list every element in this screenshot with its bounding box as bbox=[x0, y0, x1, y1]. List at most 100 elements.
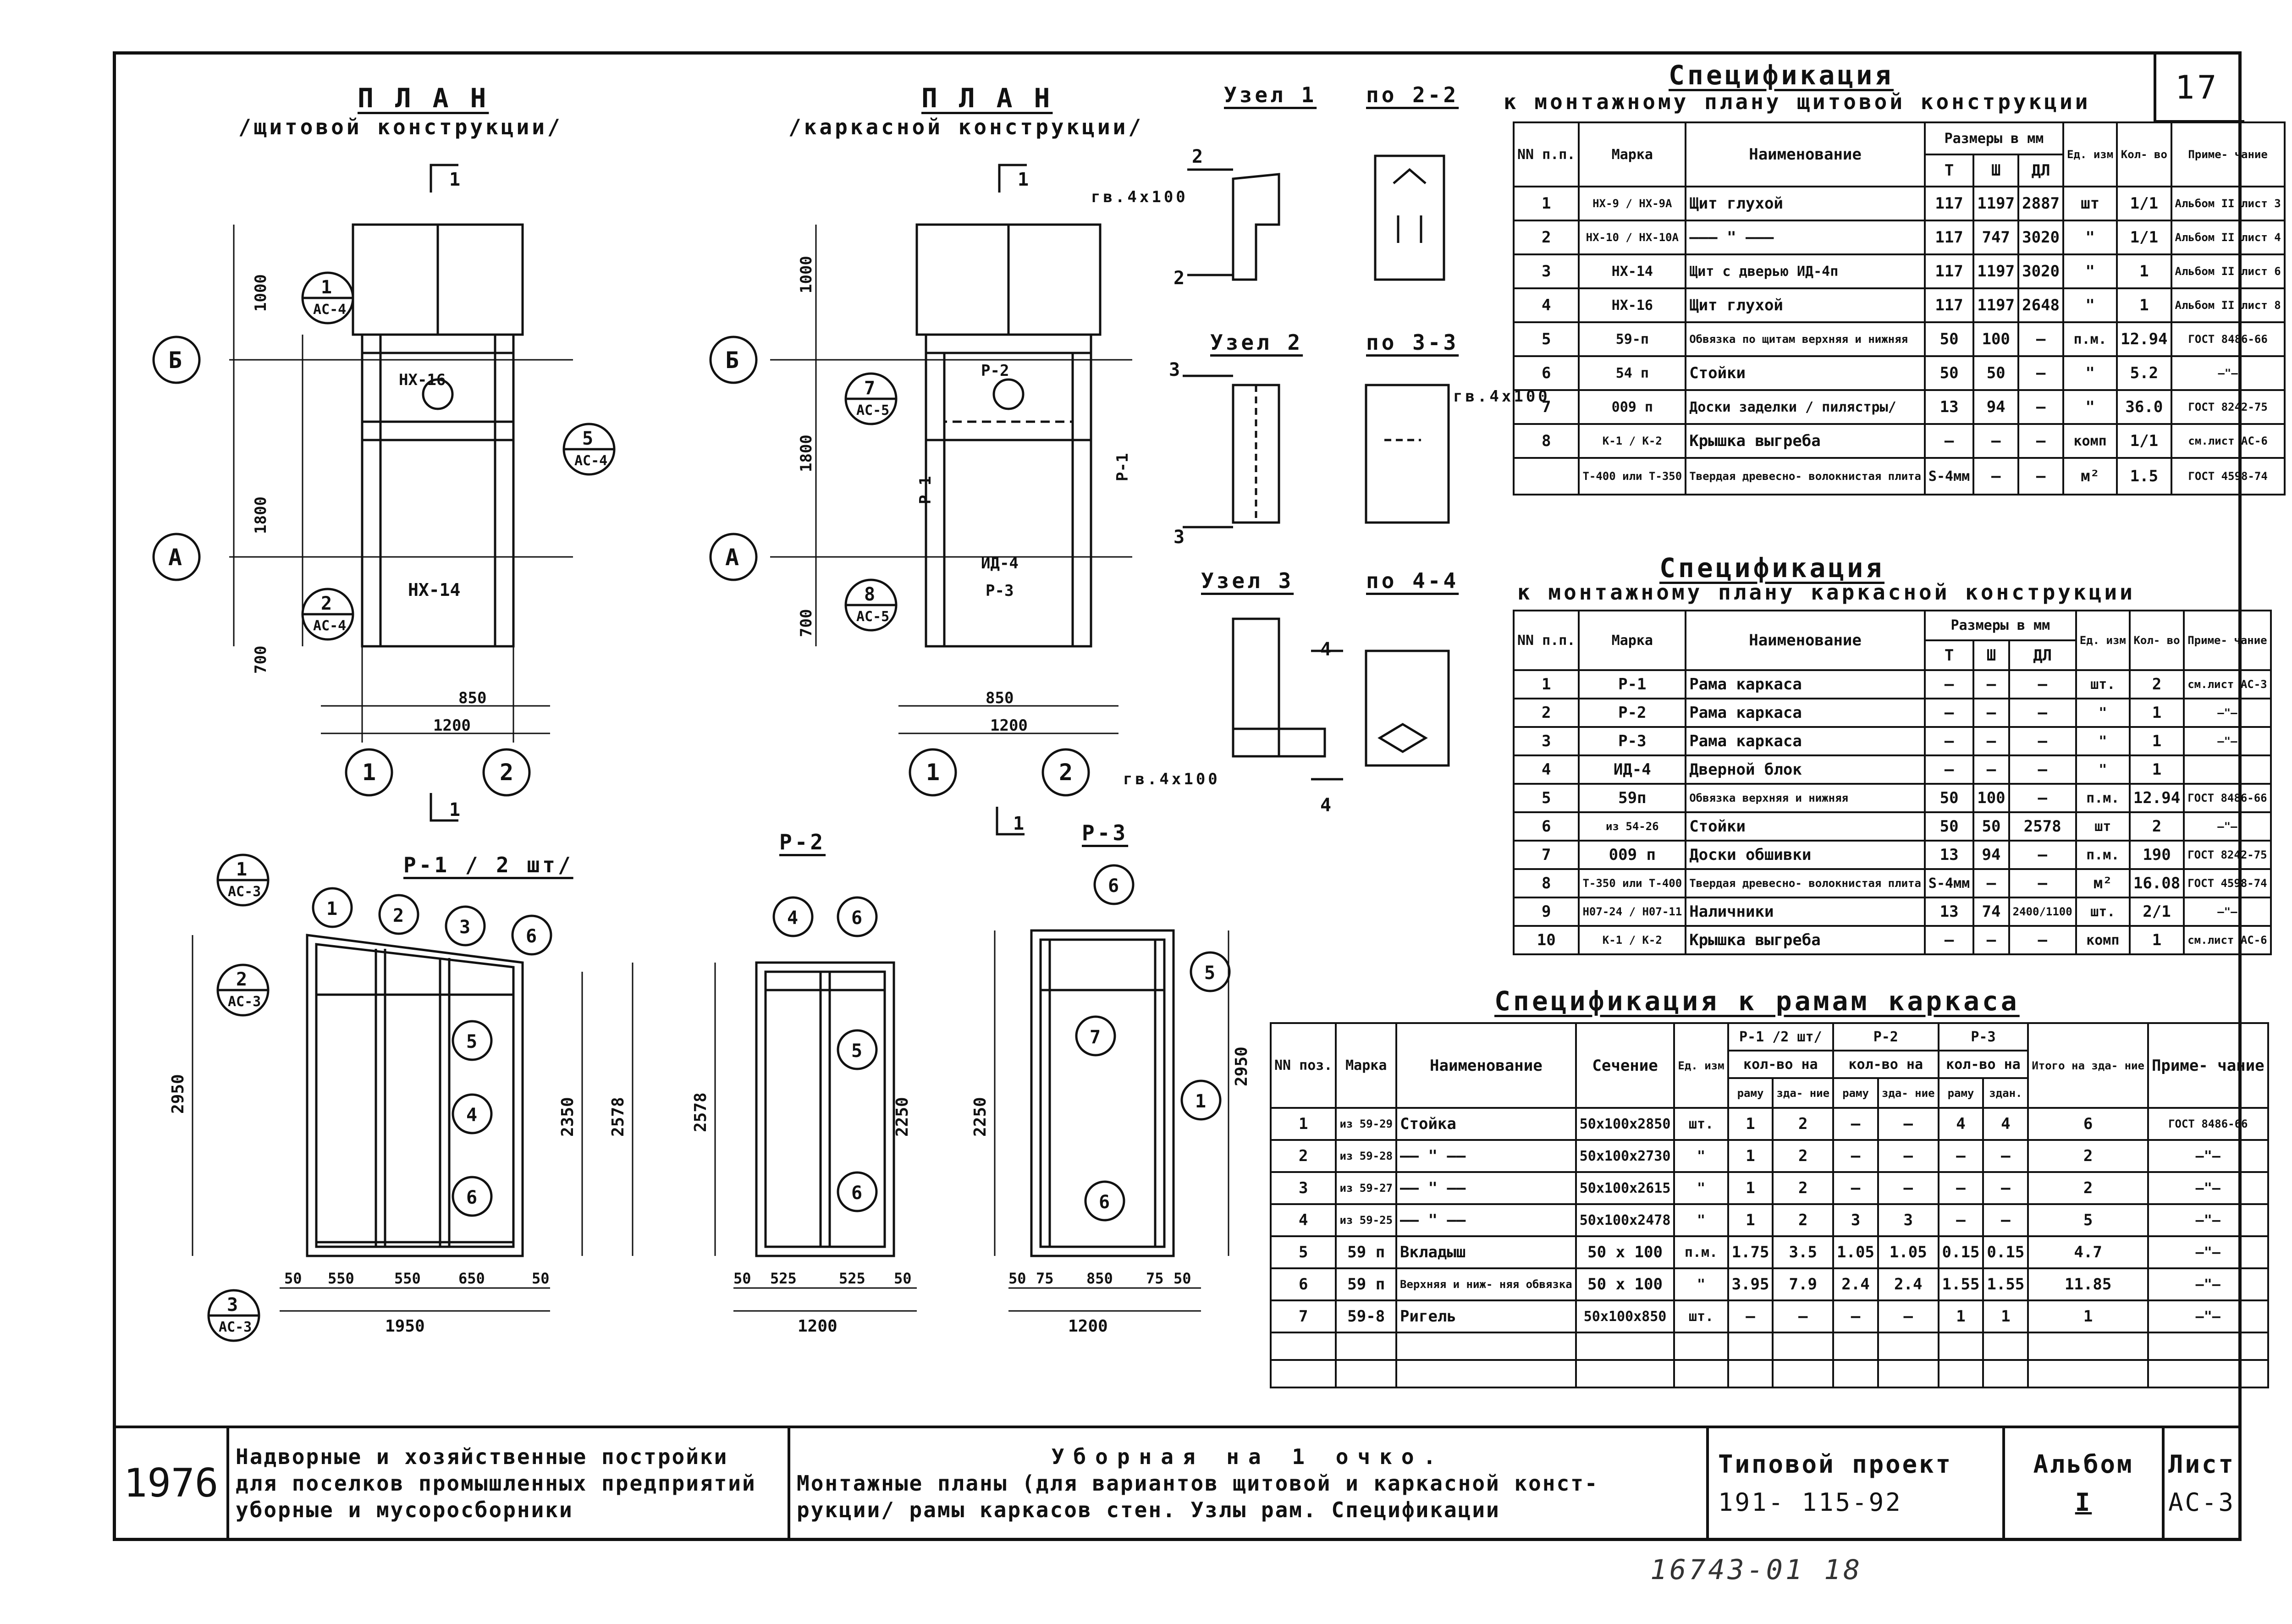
table-cell: из 59-28 bbox=[1335, 1139, 1398, 1173]
svg-text:525: 525 bbox=[770, 1270, 797, 1287]
table-cell: S-4мм bbox=[1923, 457, 1975, 495]
table-cell: —"— bbox=[2170, 355, 2286, 391]
spec3-h-qty3: кол-во на bbox=[1937, 1050, 2029, 1079]
table-cell: ГОСТ 4598-74 bbox=[2170, 457, 2286, 495]
table-cell: 2 bbox=[1772, 1107, 1835, 1141]
table-cell: 16.08 bbox=[2128, 868, 2185, 898]
stamp-typical-label: Типовой проект bbox=[1718, 1450, 1953, 1479]
svg-text:5: 5 bbox=[1204, 963, 1215, 984]
svg-text:1: 1 bbox=[1195, 1091, 1206, 1112]
svg-text:2950: 2950 bbox=[1232, 1046, 1251, 1086]
table-cell: " bbox=[2075, 726, 2131, 756]
svg-text:5: 5 bbox=[582, 428, 593, 449]
svg-text:2250: 2250 bbox=[893, 1097, 912, 1137]
svg-text:50: 50 bbox=[733, 1270, 751, 1287]
table-cell: п.м. bbox=[2062, 321, 2118, 357]
svg-text:НХ-14: НХ-14 bbox=[408, 580, 460, 600]
svg-text:550: 550 bbox=[394, 1270, 421, 1287]
node-details: 22 33 44 bbox=[1169, 146, 1450, 816]
table-cell: 2 bbox=[1772, 1203, 1835, 1237]
svg-text:6: 6 bbox=[1108, 875, 1119, 897]
svg-text:75: 75 bbox=[1036, 1270, 1054, 1287]
table-cell: Альбом II лист 3 bbox=[2170, 186, 2286, 221]
table-cell: комп bbox=[2062, 423, 2118, 459]
svg-text:2: 2 bbox=[321, 593, 332, 614]
svg-text:2578: 2578 bbox=[609, 1097, 628, 1137]
table-cell: —"— bbox=[2183, 897, 2272, 927]
table-cell: 0.15 bbox=[1982, 1235, 2029, 1269]
table-cell bbox=[1512, 457, 1580, 495]
nail-note-1: гв.4х100 bbox=[1091, 188, 1188, 206]
spec3-h-total: Итого на зда- ние bbox=[2027, 1022, 2149, 1109]
table-cell: " bbox=[2062, 355, 2118, 391]
spec2-subtitle: к монтажному плану каркасной конструкции bbox=[1517, 580, 2135, 605]
table-cell: Стойки bbox=[1685, 355, 1926, 391]
spec3-h-p1: Р-1 /2 шт/ bbox=[1727, 1022, 1835, 1051]
svg-text:1: 1 bbox=[1013, 813, 1024, 834]
table-cell: ИД-4 bbox=[1578, 754, 1687, 785]
table-cell: 13 bbox=[1923, 840, 1975, 870]
table-cell: 1.55 bbox=[1982, 1267, 2029, 1301]
table-cell: 2 bbox=[1772, 1171, 1835, 1205]
svg-text:1800: 1800 bbox=[797, 435, 815, 472]
svg-text:2: 2 bbox=[393, 905, 404, 926]
table-cell: 3.5 bbox=[1772, 1235, 1835, 1269]
svg-text:6: 6 bbox=[851, 908, 862, 929]
table-cell: 4 bbox=[1982, 1107, 2029, 1141]
svg-text:1950: 1950 bbox=[385, 1317, 425, 1336]
spec3-h-p2: Р-2 bbox=[1832, 1022, 1939, 1051]
table-cell: Щит глухой bbox=[1685, 186, 1926, 221]
table-cell: Ригель bbox=[1395, 1299, 1577, 1333]
table-cell: — bbox=[2017, 321, 2065, 357]
table-cell: — bbox=[1972, 868, 2010, 898]
svg-text:Б: Б bbox=[725, 347, 739, 374]
table-cell: Альбом II лист 8 bbox=[2170, 287, 2286, 323]
table-cell: 5 bbox=[1512, 321, 1580, 357]
spec1-h-nn: NN п.п. bbox=[1512, 121, 1580, 187]
table-cell: — bbox=[1877, 1299, 1939, 1333]
spec1-h-sh: Ш bbox=[1972, 154, 2020, 187]
table-cell: шт. bbox=[2075, 897, 2131, 927]
stamp-album-label: Альбом bbox=[2033, 1450, 2134, 1479]
table-cell: 117 bbox=[1923, 220, 1975, 255]
spec3-h-frame1: раму bbox=[1727, 1077, 1774, 1109]
table-cell: 59 п bbox=[1335, 1267, 1398, 1301]
table-cell: — bbox=[1727, 1299, 1774, 1333]
svg-text:АС-3: АС-3 bbox=[219, 1319, 252, 1335]
table-cell: 6 bbox=[1512, 811, 1580, 842]
table-cell: — bbox=[2008, 726, 2077, 756]
spec2-h-sizes: Размеры в мм bbox=[1923, 610, 2077, 641]
svg-text:Р-3: Р-3 bbox=[986, 582, 1014, 600]
table-cell: ГОСТ 8486-66 bbox=[2183, 783, 2272, 813]
table-cell: 2 bbox=[1269, 1139, 1337, 1173]
table-cell: 13 bbox=[1923, 897, 1975, 927]
table-cell: 13 bbox=[1923, 389, 1975, 425]
table-row bbox=[1269, 1359, 2269, 1388]
table-cell: — bbox=[1972, 423, 2020, 459]
table-cell: 59-п bbox=[1578, 321, 1687, 357]
svg-text:4: 4 bbox=[1320, 639, 1331, 660]
table-cell: Крышка выгреба bbox=[1685, 925, 1926, 955]
table-cell: Альбом II лист 6 bbox=[2170, 253, 2286, 289]
table-cell: " bbox=[2062, 287, 2118, 323]
table-cell: 4 bbox=[1512, 287, 1580, 323]
svg-text:4: 4 bbox=[1320, 795, 1331, 816]
svg-text:2: 2 bbox=[1174, 268, 1185, 289]
table-cell: 11.85 bbox=[2027, 1267, 2149, 1301]
table-cell: —"— bbox=[2183, 726, 2272, 756]
table-cell: — bbox=[1832, 1171, 1879, 1205]
table-cell: 100 bbox=[1972, 783, 2010, 813]
spec3-h-qty1: кол-во на bbox=[1727, 1050, 1835, 1079]
table-cell: 12.94 bbox=[2128, 783, 2185, 813]
svg-text:1000: 1000 bbox=[252, 274, 270, 312]
svg-text:700: 700 bbox=[252, 646, 270, 674]
table-cell: " bbox=[1673, 1203, 1729, 1237]
table-cell: — bbox=[1972, 698, 2010, 728]
table-cell: 7 bbox=[1512, 840, 1580, 870]
table-cell: 009 п bbox=[1578, 389, 1687, 425]
